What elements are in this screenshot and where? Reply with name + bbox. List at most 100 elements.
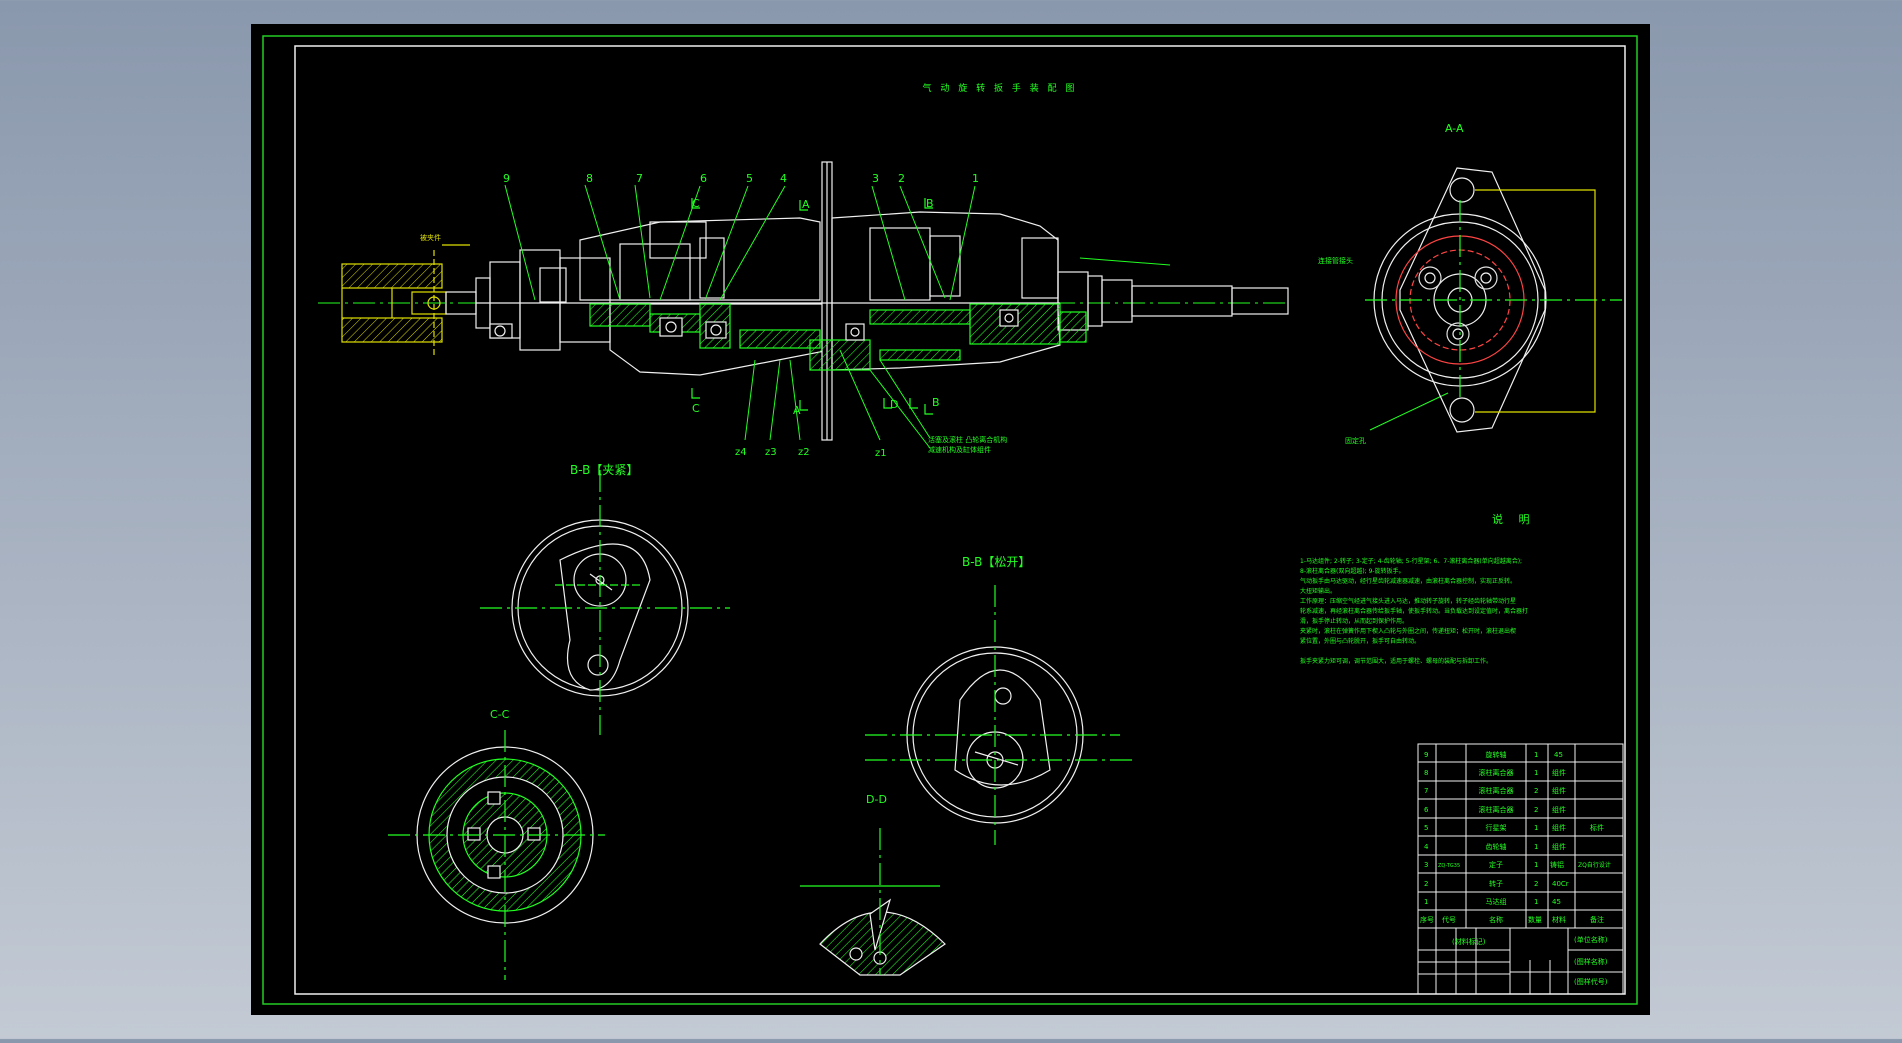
label-section-cc: C-C [490, 708, 510, 721]
assembly-callouts: 被夹件 连接管接头 活塞及滚柱 凸轮离合机构 减速机构及缸体组件 固定孔 [420, 233, 1366, 454]
svg-text:滚柱离合器: 滚柱离合器 [1479, 805, 1514, 814]
svg-text:z2: z2 [798, 447, 810, 458]
section-aa-view [1365, 167, 1622, 433]
svg-text:3: 3 [872, 172, 879, 185]
svg-text:1: 1 [1424, 898, 1428, 906]
svg-text:标件: 标件 [1590, 823, 1604, 832]
svg-text:2: 2 [1424, 880, 1428, 888]
notes-block: 1-马达组件; 2-转子; 3-定子; 4-齿轮轴; 5-行星架; 6、7-滚柱… [1300, 557, 1528, 665]
svg-text:1-马达组件; 2-转子; 3-定子; 4-齿轮轴; 5-行: 1-马达组件; 2-转子; 3-定子; 4-齿轮轴; 5-行星架; 6、7-滚柱… [1300, 557, 1522, 565]
svg-text:z4: z4 [735, 447, 747, 458]
svg-text:组件: 组件 [1552, 842, 1566, 851]
svg-text:C: C [692, 402, 700, 415]
svg-text:序号: 序号 [1420, 915, 1434, 924]
svg-text:轮系减速，再经滚柱离合器传给扳手轴，使扳手转动。当负载达到设: 轮系减速，再经滚柱离合器传给扳手轴，使扳手转动。当负载达到设定值时，离合器打 [1300, 607, 1528, 615]
svg-text:行星架: 行星架 [1486, 823, 1507, 832]
svg-text:2: 2 [1534, 787, 1538, 795]
drawing-title: 气 动 旋 转 扳 手 装 配 图 [923, 82, 1078, 94]
svg-text:1: 1 [1534, 898, 1538, 906]
svg-text:(图样名称): (图样名称) [1574, 957, 1608, 966]
svg-text:4: 4 [780, 172, 787, 185]
svg-text:被夹件: 被夹件 [420, 233, 441, 242]
svg-text:组件: 组件 [1552, 768, 1566, 777]
gear-labels: z4 z3 z2 z1 [735, 447, 887, 459]
label-section-aa: A-A [1445, 122, 1464, 135]
svg-text:8: 8 [1424, 769, 1428, 777]
bom-table [1417, 743, 1624, 995]
part-leaders [504, 184, 1449, 449]
svg-text:40Cr: 40Cr [1552, 880, 1569, 888]
section-bb-clamp-view [480, 470, 730, 735]
svg-text:z3: z3 [765, 447, 777, 458]
svg-text:8: 8 [586, 172, 593, 185]
svg-text:1: 1 [1534, 769, 1538, 777]
svg-text:5: 5 [746, 172, 753, 185]
label-section-bb-clamp: B-B【夹紧】 [570, 463, 638, 477]
svg-text:(单位名称): (单位名称) [1574, 935, 1608, 944]
svg-text:2: 2 [898, 172, 905, 185]
svg-text:旋转轴: 旋转轴 [1486, 750, 1507, 759]
svg-text:1: 1 [1534, 751, 1538, 759]
inner-border [294, 45, 1626, 995]
svg-text:6: 6 [700, 172, 707, 185]
svg-text:B: B [926, 197, 934, 210]
svg-text:45: 45 [1554, 751, 1563, 759]
svg-text:齿轮轴: 齿轮轴 [1486, 842, 1507, 851]
part-number-labels: 9 8 7 6 5 4 3 2 1 [503, 172, 979, 185]
svg-text:2: 2 [1534, 806, 1538, 814]
svg-text:A: A [793, 404, 801, 417]
svg-text:2: 2 [1534, 880, 1538, 888]
svg-text:定子: 定子 [1489, 860, 1503, 869]
svg-text:工作原理：压缩空气经进气接头进入马达，推动转子旋转，转子经齿: 工作原理：压缩空气经进气接头进入马达，推动转子旋转，转子经齿轮轴带动行星 [1300, 597, 1516, 605]
notes-title: 说 明 [1492, 512, 1536, 526]
svg-text:滚柱离合器: 滚柱离合器 [1479, 768, 1514, 777]
svg-text:C: C [692, 197, 700, 210]
svg-text:6: 6 [1424, 806, 1429, 814]
svg-text:马达组: 马达组 [1486, 897, 1507, 906]
title-block: (材料标记) (单位名称) (图样名称) (图样代号) [1452, 935, 1608, 986]
section-cc-view [388, 730, 605, 980]
svg-text:组件: 组件 [1552, 786, 1566, 795]
cut-marker-letters: C C A A B B D D [692, 197, 940, 417]
svg-text:备注: 备注 [1590, 915, 1604, 924]
section-bb-release-view [865, 585, 1135, 845]
svg-text:组件: 组件 [1552, 823, 1566, 832]
svg-text:45: 45 [1552, 898, 1561, 906]
svg-text:活塞及滚柱 凸轮离合机构: 活塞及滚柱 凸轮离合机构 [928, 435, 1007, 444]
svg-text:9: 9 [503, 172, 510, 185]
svg-text:气动扳手由马达驱动，经行星齿轮减速器减速，由滚柱离合器控制，: 气动扳手由马达驱动，经行星齿轮减速器减速，由滚柱离合器控制，实现正反转。 [1300, 577, 1516, 585]
svg-text:B: B [932, 396, 940, 409]
svg-text:转子: 转子 [1489, 879, 1503, 888]
svg-text:连接管接头: 连接管接头 [1318, 256, 1353, 265]
label-section-dd: D-D [866, 793, 887, 806]
section-dd-view [800, 828, 946, 976]
svg-text:7: 7 [636, 172, 643, 185]
main-assembly-view [318, 161, 1290, 441]
svg-text:固定孔: 固定孔 [1345, 436, 1366, 445]
svg-text:8-滚柱离合器(双向超越); 9-旋转扳手。: 8-滚柱离合器(双向超越); 9-旋转扳手。 [1300, 567, 1405, 575]
svg-text:减速机构及缸体组件: 减速机构及缸体组件 [928, 445, 991, 454]
svg-text:(材料标记): (材料标记) [1452, 937, 1486, 946]
svg-text:7: 7 [1424, 787, 1428, 795]
svg-text:滚柱离合器: 滚柱离合器 [1479, 786, 1514, 795]
svg-text:夹紧时，滚柱在弹簧作用下楔入凸轮与外圈之间，传递扭矩；松开时: 夹紧时，滚柱在弹簧作用下楔入凸轮与外圈之间，传递扭矩；松开时，滚柱退出楔 [1300, 627, 1516, 635]
svg-text:z1: z1 [875, 448, 887, 459]
svg-text:1: 1 [1534, 824, 1538, 832]
svg-text:滑，扳手停止转动，从而起到保护作用。: 滑，扳手停止转动，从而起到保护作用。 [1300, 617, 1408, 625]
svg-text:紧位置，外圈与凸轮脱开，扳手可自由转动。: 紧位置，外圈与凸轮脱开，扳手可自由转动。 [1300, 637, 1420, 645]
outer-border [262, 35, 1638, 1005]
svg-text:3: 3 [1424, 861, 1428, 869]
svg-text:材料: 材料 [1552, 915, 1566, 924]
svg-text:D: D [890, 398, 898, 411]
svg-text:代号: 代号 [1442, 915, 1456, 924]
svg-text:1: 1 [1534, 861, 1538, 869]
svg-text:ZQ自行设计: ZQ自行设计 [1578, 861, 1611, 869]
svg-text:A: A [802, 198, 810, 211]
svg-text:(图样代号): (图样代号) [1574, 977, 1608, 986]
svg-text:5: 5 [1424, 824, 1428, 832]
svg-text:1: 1 [972, 172, 979, 185]
svg-text:扳手夹紧力矩可调，调节范围大，适用于螺栓、螺母的装配与拆卸工: 扳手夹紧力矩可调，调节范围大，适用于螺栓、螺母的装配与拆卸工作。 [1300, 657, 1492, 665]
label-section-bb-release: B-B【松开】 [962, 555, 1030, 569]
svg-text:大扭矩输出。: 大扭矩输出。 [1300, 587, 1336, 595]
